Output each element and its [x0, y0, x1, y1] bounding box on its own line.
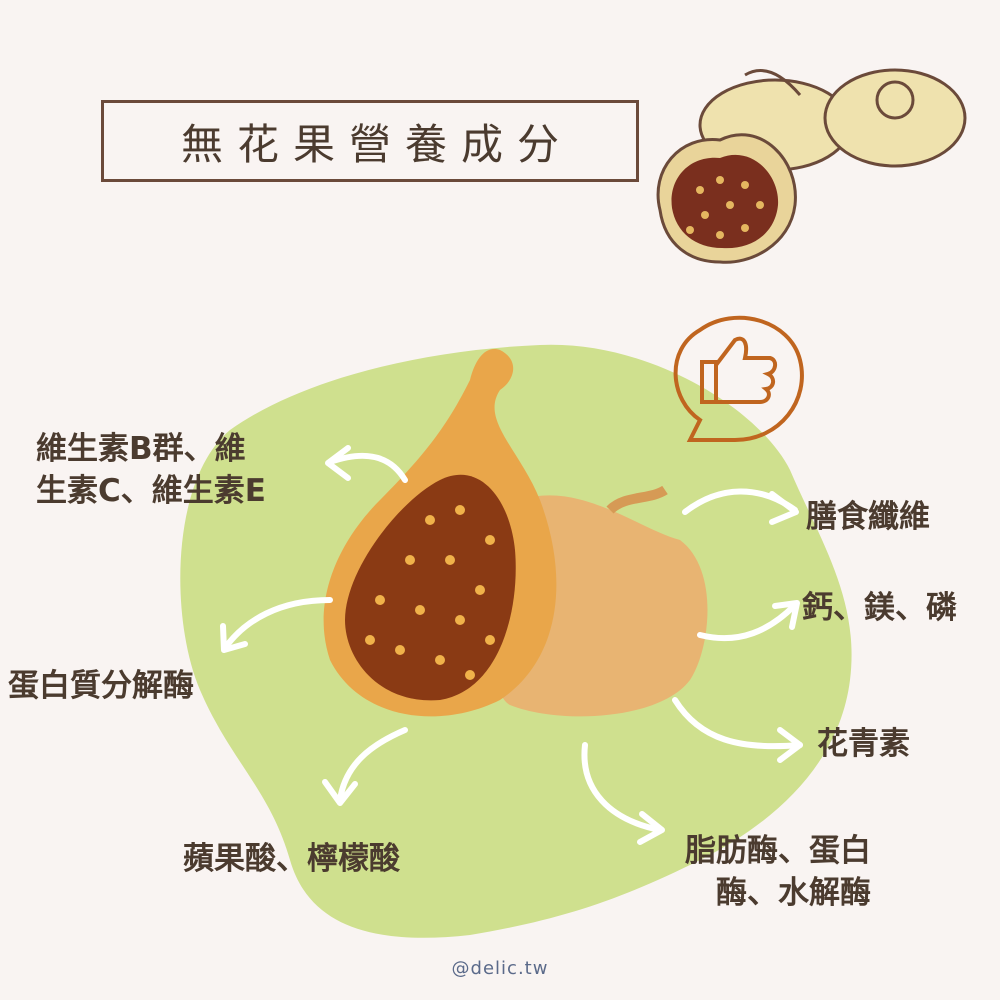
- label-anthocyanin: 花青素: [817, 726, 910, 762]
- label-vitamins-line2: 生素C、維生素E: [36, 473, 266, 509]
- arrows: [220, 445, 803, 845]
- label-protease: 蛋白質分解酶: [8, 668, 194, 704]
- label-minerals: 鈣、鎂、磷: [802, 590, 957, 626]
- label-acids: 蘋果酸、檸檬酸: [183, 841, 400, 877]
- footer-handle: @delic.tw: [451, 958, 549, 979]
- page-title: 無花果營養成分: [180, 119, 573, 169]
- label-enzymes-line2: 酶、水解酶: [716, 875, 871, 911]
- label-enzymes: 脂肪酶、蛋白 酶、水解酶: [685, 830, 871, 914]
- label-vitamins-line1: 維生素B群、維: [36, 431, 246, 467]
- label-enzymes-line1: 脂肪酶、蛋白: [685, 833, 871, 869]
- title-box: 無花果營養成分: [101, 100, 639, 182]
- label-fiber: 膳食纖維: [806, 499, 930, 535]
- thumbs-up-icon: [673, 315, 804, 442]
- fig-photo: [323, 349, 708, 717]
- dried-figs-illustration: [656, 68, 967, 264]
- label-vitamins: 維生素B群、維 生素C、維生素E: [36, 428, 266, 512]
